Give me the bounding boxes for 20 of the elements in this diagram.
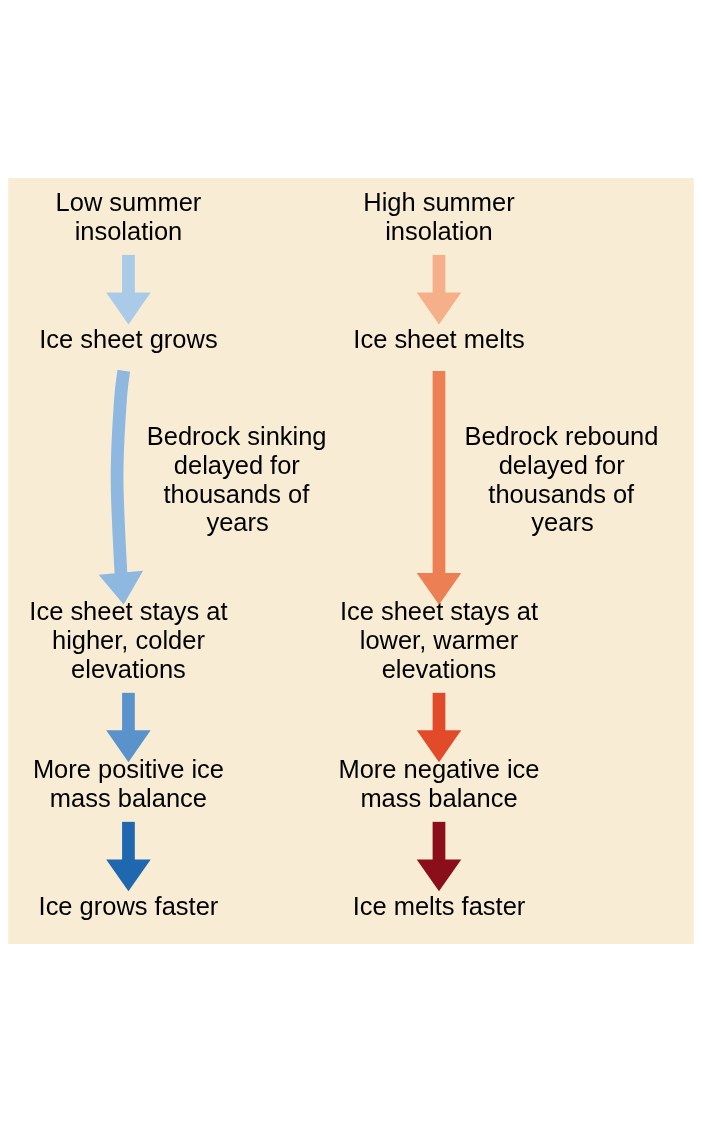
node-text: Ice melts faster (352, 892, 526, 921)
edge-label: Bedrock sinking delayed for thousands of years (146, 422, 327, 537)
arrow (416, 371, 462, 605)
arrow (98, 369, 144, 605)
node-text: More negative ice mass balance (338, 755, 540, 812)
node-text: Ice sheet melts (353, 325, 525, 354)
node-text: Low summer insolation (55, 188, 202, 245)
node-text: Ice grows faster (38, 892, 219, 921)
node-text: High summer insolation (363, 188, 515, 245)
node-text: Ice sheet stays at lower, warmer elevations (339, 597, 539, 683)
arrow (416, 821, 462, 892)
node-text: Ice sheet stays at higher, colder elevations (29, 597, 228, 683)
arrow (416, 692, 462, 763)
arrow (106, 821, 151, 892)
arrow (416, 254, 462, 325)
arrow (106, 254, 151, 325)
node-text: Ice sheet grows (39, 325, 218, 354)
arrow (106, 692, 151, 763)
node-text: More positive ice mass balance (32, 755, 224, 812)
edge-label: Bedrock rebound delayed for thousands of years (464, 422, 659, 537)
